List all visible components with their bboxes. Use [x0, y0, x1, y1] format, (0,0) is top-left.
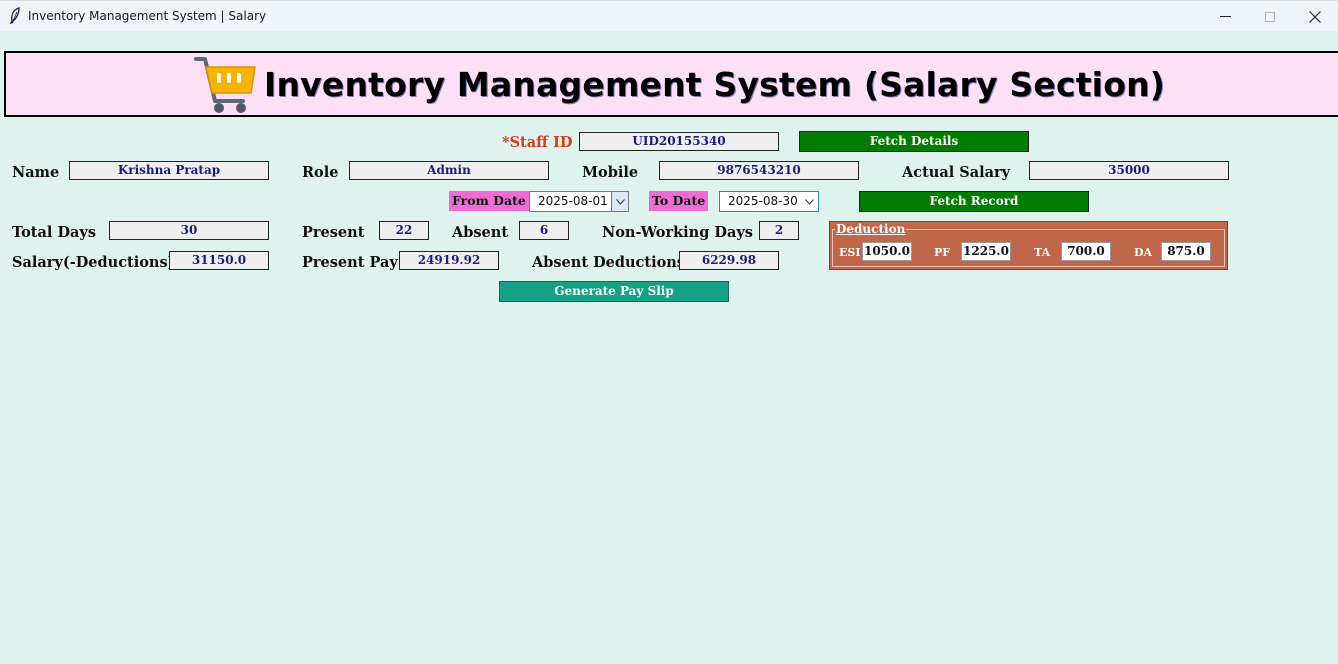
to-date-select[interactable]: 2025-08-30 [719, 191, 819, 212]
to-date-label: To Date [649, 191, 709, 211]
chevron-down-icon[interactable] [801, 192, 818, 211]
pf-field[interactable]: 1225.0 [961, 242, 1011, 261]
actual-salary-field[interactable]: 35000 [1029, 161, 1229, 180]
close-button[interactable] [1292, 1, 1338, 32]
total-days-label: Total Days [12, 224, 97, 241]
name-field[interactable]: Krishna Pratap [69, 161, 269, 180]
absent-deductions-field[interactable]: 6229.98 [679, 251, 779, 270]
ta-field[interactable]: 700.0 [1061, 242, 1111, 261]
role-field[interactable]: Admin [349, 161, 549, 180]
from-date-select[interactable]: 2025-08-01 [529, 191, 629, 212]
role-label: Role [302, 164, 339, 181]
fetch-details-button[interactable]: Fetch Details [799, 131, 1029, 152]
minimize-icon [1219, 16, 1231, 17]
esi-label: ESI [839, 246, 861, 259]
deduction-panel: Deduction ESI 1050.0 PF 1225.0 TA 700.0 … [829, 221, 1228, 270]
from-date-label: From Date [449, 191, 529, 211]
esi-field[interactable]: 1050.0 [862, 242, 912, 261]
minimize-button[interactable] [1202, 1, 1248, 32]
deduction-frame [832, 229, 1225, 267]
present-pay-label: Present Pay [302, 254, 398, 271]
salary-deductions-field[interactable]: 31150.0 [169, 251, 269, 270]
mobile-field[interactable]: 9876543210 [659, 161, 859, 180]
da-field[interactable]: 875.0 [1161, 242, 1211, 261]
chevron-down-icon[interactable] [611, 192, 628, 211]
actual-salary-label: Actual Salary [902, 164, 1011, 181]
deduction-legend: Deduction [835, 222, 907, 236]
absent-deductions-label: Absent Deductions [532, 254, 685, 271]
present-pay-field[interactable]: 24919.92 [399, 251, 499, 270]
from-date-value: 2025-08-01 [538, 194, 608, 208]
present-label: Present [302, 224, 365, 241]
non-working-days-field[interactable]: 2 [759, 221, 799, 240]
maximize-button[interactable] [1247, 1, 1293, 32]
total-days-field[interactable]: 30 [109, 221, 269, 240]
window-title: Inventory Management System | Salary [28, 9, 267, 23]
present-field[interactable]: 22 [379, 221, 429, 240]
absent-field[interactable]: 6 [519, 221, 569, 240]
maximize-icon [1265, 11, 1275, 22]
window-titlebar: Inventory Management System | Salary [0, 0, 1338, 31]
non-working-days-label: Non-Working Days [602, 224, 753, 241]
da-label: DA [1134, 246, 1153, 259]
close-icon [1309, 10, 1321, 23]
pf-label: PF [934, 246, 951, 259]
page-title: Inventory Management System (Salary Sect… [264, 65, 1166, 104]
shopping-cart-icon [194, 57, 256, 113]
staff-id-label: *Staff ID [502, 134, 573, 151]
fetch-record-button[interactable]: Fetch Record [859, 191, 1089, 212]
to-date-value: 2025-08-30 [728, 194, 798, 208]
mobile-label: Mobile [582, 164, 639, 181]
staff-id-input[interactable]: UID20155340 [579, 132, 779, 151]
header-banner: Inventory Management System (Salary Sect… [4, 51, 1338, 117]
absent-label: Absent [452, 224, 509, 241]
generate-pay-slip-button[interactable]: Generate Pay Slip [499, 281, 729, 302]
salary-deductions-label: Salary(-Deductions) [12, 254, 175, 271]
name-label: Name [12, 164, 60, 181]
feather-icon [9, 7, 20, 24]
ta-label: TA [1034, 246, 1051, 259]
